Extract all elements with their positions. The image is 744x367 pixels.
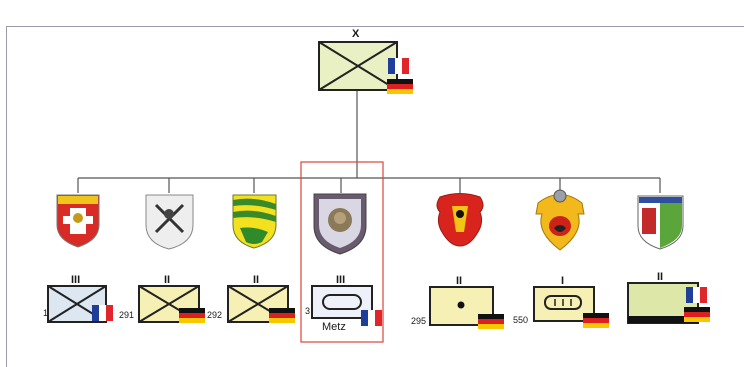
highlight-box [300,161,384,343]
unit-291-echelon: II [164,274,171,286]
unit-3-armored-recon-symbol[interactable] [311,285,382,326]
unit-550-armored-symbol[interactable] [533,286,609,328]
unit-1-number: 1 [43,308,49,318]
flag-france-icon [686,287,707,303]
unit-295-artillery-symbol[interactable] [429,286,504,329]
blue-green-crest-icon [637,195,684,250]
flag-france-icon [361,310,382,326]
connector-lines [77,91,661,193]
unit-295-echelon: II [456,275,463,287]
unit-291-number: 291 [119,310,135,320]
yellow-green-crest-icon [232,194,277,249]
flag-germany-icon [583,313,609,328]
unit-3-location-label: Metz [322,321,346,333]
unit-292-echelon: II [253,274,260,286]
unit-support-symbol[interactable] [627,282,710,324]
red-yellow-crest-icon [56,194,100,248]
white-grey-crest-icon [145,194,194,250]
unit-291-infantry-symbol[interactable] [138,285,205,323]
flag-germany-icon [179,308,205,323]
flag-germany-icon [684,307,710,322]
red-crest-icon [436,193,484,247]
hq-echelon-mark: X [352,28,360,40]
flag-germany-icon [387,79,413,94]
hq-brigade-symbol[interactable] [318,41,413,94]
flag-france-icon [92,305,113,321]
flag-france-icon [388,58,409,74]
unit-292-infantry-symbol[interactable] [227,285,295,323]
flag-germany-icon [269,308,295,323]
unit-3-number: 3 [305,306,311,316]
frame-top-border [6,26,744,27]
unit-1-echelon: III [71,274,81,286]
unit-295-number: 295 [411,316,427,326]
frame-left-border [6,26,7,367]
unit-550-echelon: I [561,275,565,287]
unit-550-number: 550 [513,315,529,325]
red-dragon-crest-icon [535,189,585,251]
unit-292-number: 292 [207,310,223,320]
blue-shield-crest-icon [313,193,367,255]
unit-1-infantry-symbol[interactable] [47,285,113,323]
unit-support-echelon: II [657,271,664,283]
flag-germany-icon [478,314,504,329]
unit-3-echelon: III [336,274,346,286]
